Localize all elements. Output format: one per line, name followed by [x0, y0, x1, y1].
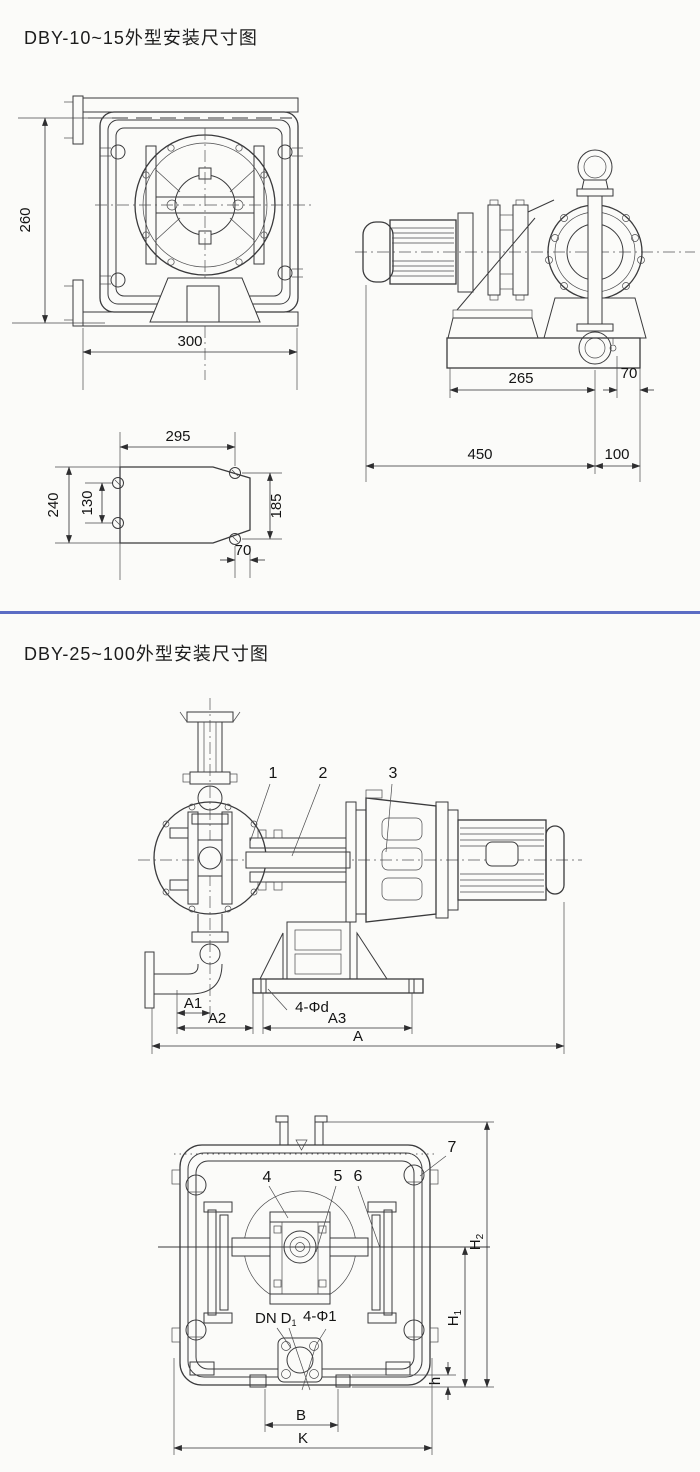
dims-450-100: 450 100 [365, 285, 641, 482]
dim-70-label: 70 [621, 365, 638, 382]
section2-title: DBY-25~100外型安装尺寸图 [24, 644, 269, 664]
part-labels: 1 2 3 [249, 765, 398, 857]
dim-295-label: 295 [165, 428, 190, 445]
dim-265-label: 265 [508, 370, 533, 387]
pump-stand [64, 277, 299, 327]
dim-a2-label: A2 [208, 1010, 226, 1027]
dim-100-label: 100 [604, 446, 629, 463]
dim-70b-label: 70 [235, 542, 252, 559]
dim-300-label: 300 [177, 333, 202, 350]
part-6-label: 6 [354, 1168, 363, 1185]
base [446, 309, 641, 369]
part-2-label: 2 [319, 765, 328, 782]
motor2 [435, 801, 565, 919]
dim-h2-label: H2 [467, 1233, 486, 1250]
dim-130-label: 130 [79, 490, 96, 515]
dims-right: h H1 H2 [327, 1121, 494, 1400]
part-5-label: 5 [334, 1168, 343, 1185]
section-divider [0, 611, 700, 614]
reducer-bell [345, 789, 437, 923]
dim-240-label: 240 [45, 492, 62, 517]
dim-h1-label: H1 [445, 1309, 464, 1326]
dim-450-label: 450 [467, 446, 492, 463]
dim-a-label: A [353, 1028, 363, 1045]
motor [362, 219, 457, 285]
dim-300: 300 [82, 328, 298, 390]
dim-185: 185 [242, 472, 285, 540]
dims-a: A1 A2 4-Φd A3 A [151, 902, 565, 1054]
dims-bottom: B K [173, 1358, 433, 1455]
dim-130: 130 [79, 482, 112, 524]
bolt-note2: 4-Φ1 [303, 1308, 337, 1325]
dby10-front-view-drawing: 260 300 [12, 95, 315, 390]
outlet-elbow [144, 914, 229, 1009]
part-4-label: 4 [263, 1169, 272, 1186]
dim-240: 240 [45, 466, 120, 544]
baseplate-outline [112, 432, 251, 580]
dim-70b: 70 [220, 542, 265, 578]
dim-b-label: B [296, 1407, 306, 1424]
dby10-side-view-drawing: 265 70 450 100 [355, 149, 695, 482]
center-assembly [158, 1190, 490, 1324]
pump-housing [153, 801, 267, 915]
coupling-flanges [456, 199, 555, 311]
section1-title: DBY-10~15外型安装尺寸图 [24, 28, 258, 48]
diaphragm-chamber [95, 128, 315, 380]
dim-185-label: 185 [268, 493, 285, 518]
dim-a3-label: A3 [328, 1010, 346, 1027]
inlet-pipe [179, 711, 241, 825]
dim-k-label: K [298, 1430, 308, 1447]
dim-a1-label: A1 [184, 995, 202, 1012]
dby25-side-view-drawing: 1 2 3 A1 A2 4-Φd A3 A [138, 698, 582, 1054]
dims-265-70: 265 70 [449, 356, 654, 398]
part-3-label: 3 [389, 765, 398, 782]
dim-h-label: h [427, 1377, 444, 1385]
dim-295: 295 [119, 428, 236, 466]
bolt-note-label: 4-Φd [295, 999, 329, 1016]
part-7-label: 7 [448, 1139, 457, 1156]
pump-stand2 [252, 921, 424, 994]
dim-260-label: 260 [17, 207, 34, 232]
part-1-label: 1 [269, 765, 278, 782]
part-labels2: 7 4 5 6 [263, 1139, 457, 1253]
dby10-bottom-view-drawing: 295 240 130 185 70 [45, 428, 285, 580]
dim-260: 260 [12, 117, 112, 324]
pump-head [543, 149, 647, 365]
